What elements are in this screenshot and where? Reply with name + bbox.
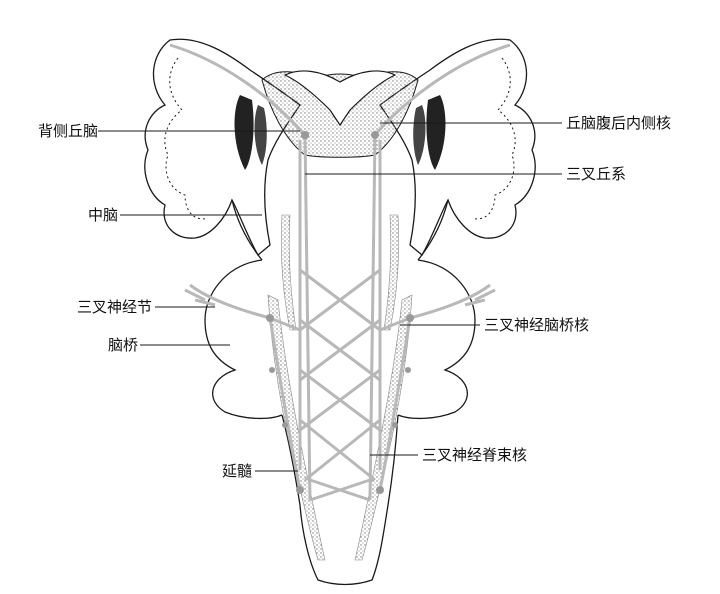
label-spinal-nucleus: 三叉神经脊束核 [422,446,528,464]
pons-outline [204,259,476,420]
right-dark-nucleus [426,95,446,170]
right-hemisphere-outline [379,38,536,256]
left-dark-nucleus-2 [254,105,267,165]
label-trigeminal-ganglion: 三叉神经节 [76,298,152,316]
label-pons: 脑桥 [107,336,138,354]
left-spinal-nucleus [267,294,326,561]
leader-lines [98,122,562,472]
right-pontine-column [383,214,400,331]
left-hemisphere-inner-dots [164,57,209,220]
label-medulla: 延髓 [221,462,252,480]
right-dark-nucleus-2 [413,105,426,165]
label-vpm-nucleus: 丘脑腹后内侧核 [566,114,672,132]
pathway-nodes [266,131,414,494]
left-pontine-column [280,214,297,331]
midbrain-outline [231,199,449,261]
label-pontine-nucleus: 三叉神经脑桥核 [484,316,590,334]
pathway-lines [169,43,511,502]
label-dorsal-thalamus: 背侧丘脑 [37,122,98,140]
right-spinal-nucleus [354,294,413,561]
left-dark-nucleus [234,95,254,170]
left-hemisphere-outline [144,38,301,256]
right-hemisphere-inner-dots [471,57,516,220]
label-midbrain: 中脑 [87,206,118,224]
label-trigeminothalamic-tract: 三叉丘系 [566,165,627,183]
third-ventricle [283,70,397,127]
